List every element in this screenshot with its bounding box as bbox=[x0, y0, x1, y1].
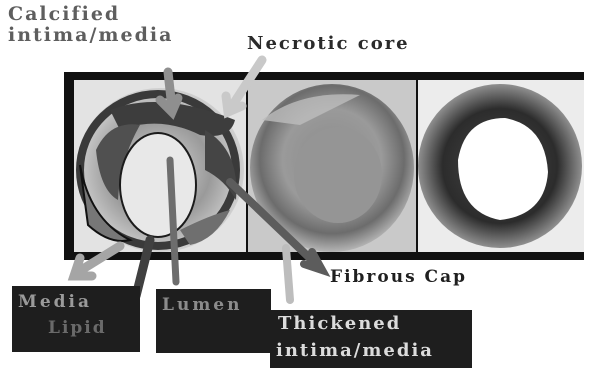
label-thickened-line2: intima/media bbox=[276, 340, 434, 361]
label-lipid: Lipid bbox=[48, 318, 107, 338]
label-media: Media bbox=[18, 292, 92, 312]
label-box-lumen: Lumen bbox=[156, 289, 271, 353]
label-calcified-line2: intima/media bbox=[8, 25, 173, 46]
panel-normal-section bbox=[418, 80, 584, 252]
label-thickened-line1: Thickened bbox=[278, 313, 401, 334]
label-box-media-lipid: Media Lipid bbox=[12, 286, 140, 352]
label-lumen: Lumen bbox=[162, 295, 242, 315]
label-necrotic-core: Necrotic core bbox=[247, 34, 410, 54]
label-calcified-line1: Calcified bbox=[8, 4, 173, 25]
label-fibrous-cap: Fibrous Cap bbox=[330, 268, 467, 287]
lumen-region bbox=[120, 133, 196, 237]
label-box-thickened: Thickened intima/media bbox=[270, 310, 472, 368]
label-calcified: Calcified intima/media bbox=[8, 4, 173, 46]
